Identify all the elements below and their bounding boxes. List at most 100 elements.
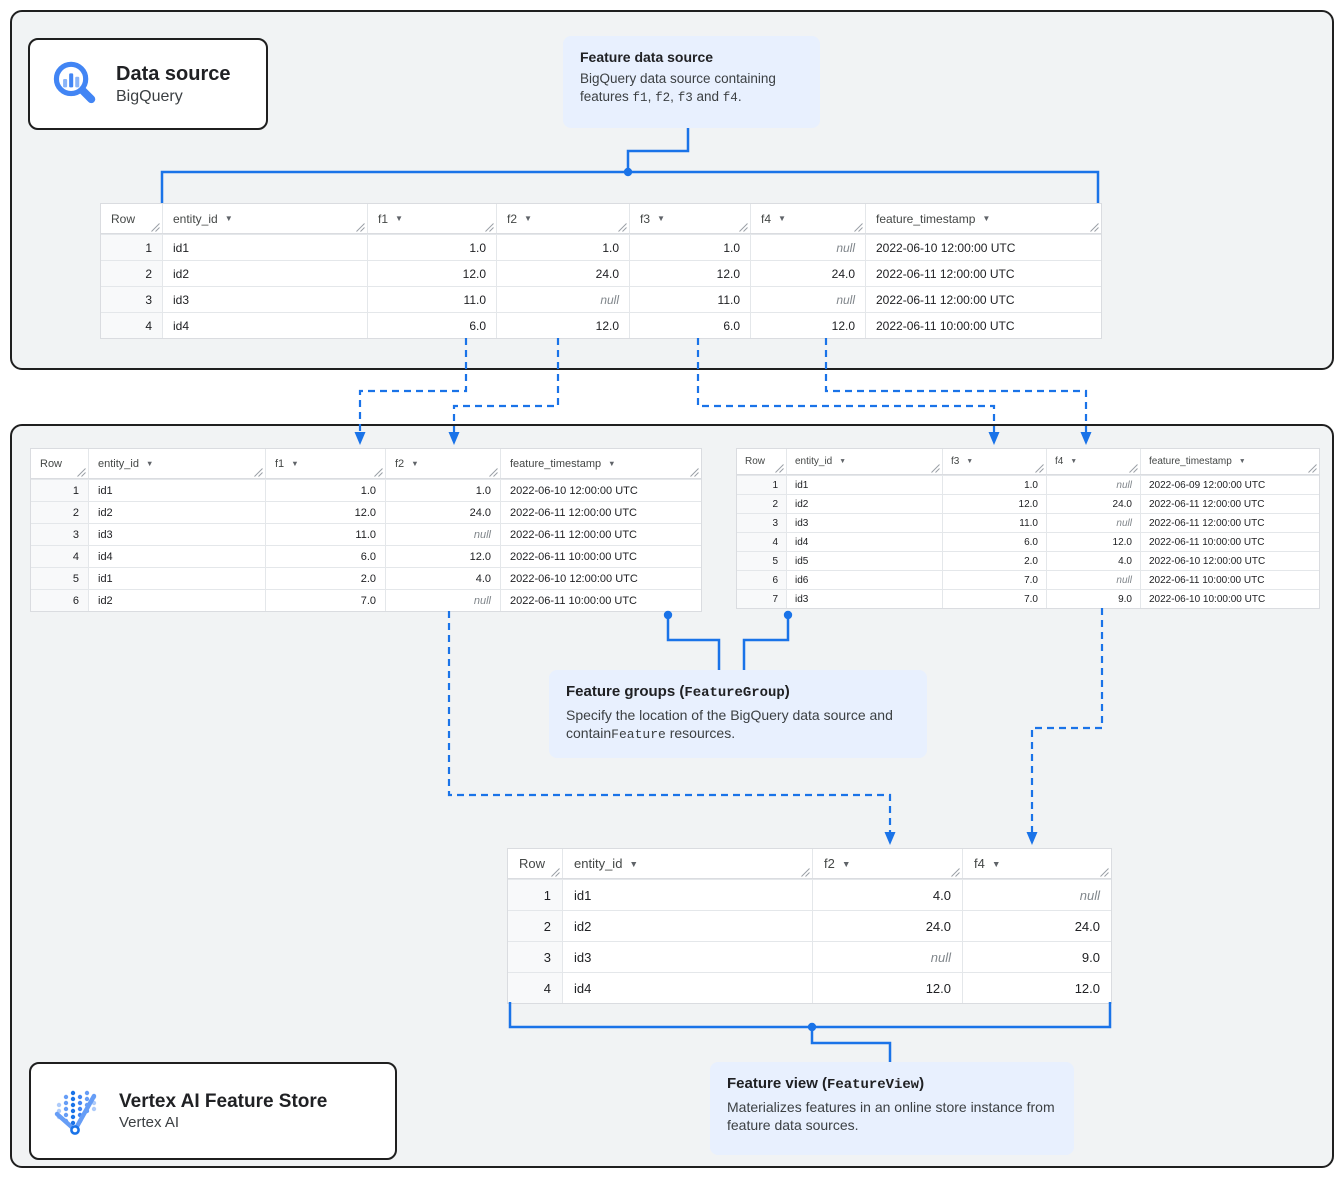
table-cell: 2.0 [266, 568, 386, 589]
column-resize-icon [151, 223, 160, 232]
table-cell: 12.0 [751, 313, 866, 338]
column-resize-icon [1090, 223, 1099, 232]
table-cell: 5 [737, 552, 787, 570]
column-header-f1: f1▼ [368, 204, 497, 233]
table-cell: 24.0 [386, 502, 501, 523]
column-label: Row [745, 456, 766, 467]
table-cell: 4 [31, 546, 89, 567]
table-cell: 12.0 [266, 502, 386, 523]
table-cell: 6.0 [630, 313, 751, 338]
table-cell: 2022-06-11 12:00:00 UTC [510, 506, 637, 519]
vertex-ai-card: Vertex AI Feature Store Vertex AI [29, 1062, 397, 1160]
column-resize-icon [739, 223, 748, 232]
table-cell: 2022-06-10 12:00:00 UTC [510, 572, 638, 585]
table-cell: 24.0 [751, 261, 866, 286]
column-dropdown-icon: ▼ [982, 214, 991, 223]
column-label: f2 [395, 457, 405, 470]
table-cell: 3 [101, 287, 163, 312]
table-cell: 2022-06-11 10:00:00 UTC [876, 318, 1015, 333]
table-cell: id3 [89, 524, 266, 545]
table-cell: null [386, 524, 501, 545]
table-cell: id5 [787, 552, 943, 570]
table-cell: 2 [31, 502, 89, 523]
column-label: f4 [761, 211, 772, 226]
column-header-entity_id: entity_id▼ [163, 204, 368, 233]
table-cell: 24.0 [813, 911, 963, 941]
table-cell: 2022-06-11 12:00:00 UTC [876, 292, 1015, 307]
table-cell: 1 [31, 480, 89, 501]
table-cell: id4 [787, 533, 943, 551]
column-resize-icon [254, 468, 263, 477]
table-cell: 2022-06-11 10:00:00 UTC [510, 550, 637, 563]
column-header-entity_id: entity_id▼ [787, 449, 943, 474]
column-dropdown-icon: ▼ [1070, 458, 1078, 465]
column-resize-icon [854, 223, 863, 232]
column-resize-icon [77, 468, 86, 477]
table-cell: 6 [31, 590, 89, 611]
data-source-title: Data source [116, 62, 231, 85]
table-cell: 2022-06-09 12:00:00 UTC [1149, 479, 1266, 491]
table-cell: 12.0 [1074, 980, 1100, 996]
column-label: f2 [824, 856, 835, 871]
table-cell: 4.0 [813, 880, 963, 910]
table-cell: 4.0 [386, 568, 501, 589]
table-cell: 6.0 [943, 533, 1047, 551]
column-label: feature_timestamp [1149, 456, 1232, 467]
table-cell: 12.0 [368, 261, 497, 286]
column-header-f3: f3▼ [630, 204, 751, 233]
column-header-f1: f1▼ [266, 449, 386, 478]
table-cell: 2 [508, 911, 563, 941]
table-cell: id4 [563, 973, 813, 1003]
table-cell: 6.0 [368, 313, 497, 338]
table-cell: 3 [31, 524, 89, 545]
feature-groups-callout: Feature groups (FeatureGroup) Specify th… [549, 670, 927, 758]
table-cell: id2 [89, 590, 266, 611]
table-cell: 7.0 [266, 590, 386, 611]
column-resize-icon [690, 468, 699, 477]
table-cell: null [751, 235, 866, 260]
table-cell: id3 [787, 514, 943, 532]
table-cell: 2022-06-10 12:00:00 UTC [876, 240, 1016, 255]
table-cell: 2022-06-11 10:00:00 UTC [1149, 536, 1265, 548]
table-cell: 9.0 [1081, 949, 1100, 965]
column-dropdown-icon: ▼ [524, 214, 533, 223]
table-cell: null [1047, 514, 1141, 532]
column-resize-icon [1129, 464, 1138, 473]
table-cell: 11.0 [943, 514, 1047, 532]
table-cell: 7.0 [943, 590, 1047, 608]
table-cell: id1 [89, 480, 266, 501]
table-cell: 1.0 [943, 476, 1047, 494]
table-cell: 1 [101, 235, 163, 260]
column-dropdown-icon: ▼ [778, 214, 787, 223]
column-resize-icon [775, 464, 784, 473]
column-label: f2 [507, 211, 518, 226]
table-cell: null [751, 287, 866, 312]
column-resize-icon [489, 468, 498, 477]
column-dropdown-icon: ▼ [657, 214, 666, 223]
column-header-f4: f4▼ [1047, 449, 1141, 474]
table-cell: 3 [508, 942, 563, 972]
column-label: feature_timestamp [510, 457, 602, 470]
table-cell: 1 [508, 880, 563, 910]
column-resize-icon [801, 868, 810, 877]
table-cell: 11.0 [368, 287, 497, 312]
table-cell: 4 [101, 313, 163, 338]
table-cell: id3 [787, 590, 943, 608]
table-cell: 1 [737, 476, 787, 494]
data-source-subtitle: BigQuery [116, 87, 183, 105]
feature-view-callout: Feature view (FeatureView) Materializes … [710, 1062, 1074, 1155]
column-header-feature_timestamp: feature_timestamp▼ [501, 449, 701, 478]
table-cell: id1 [787, 476, 943, 494]
